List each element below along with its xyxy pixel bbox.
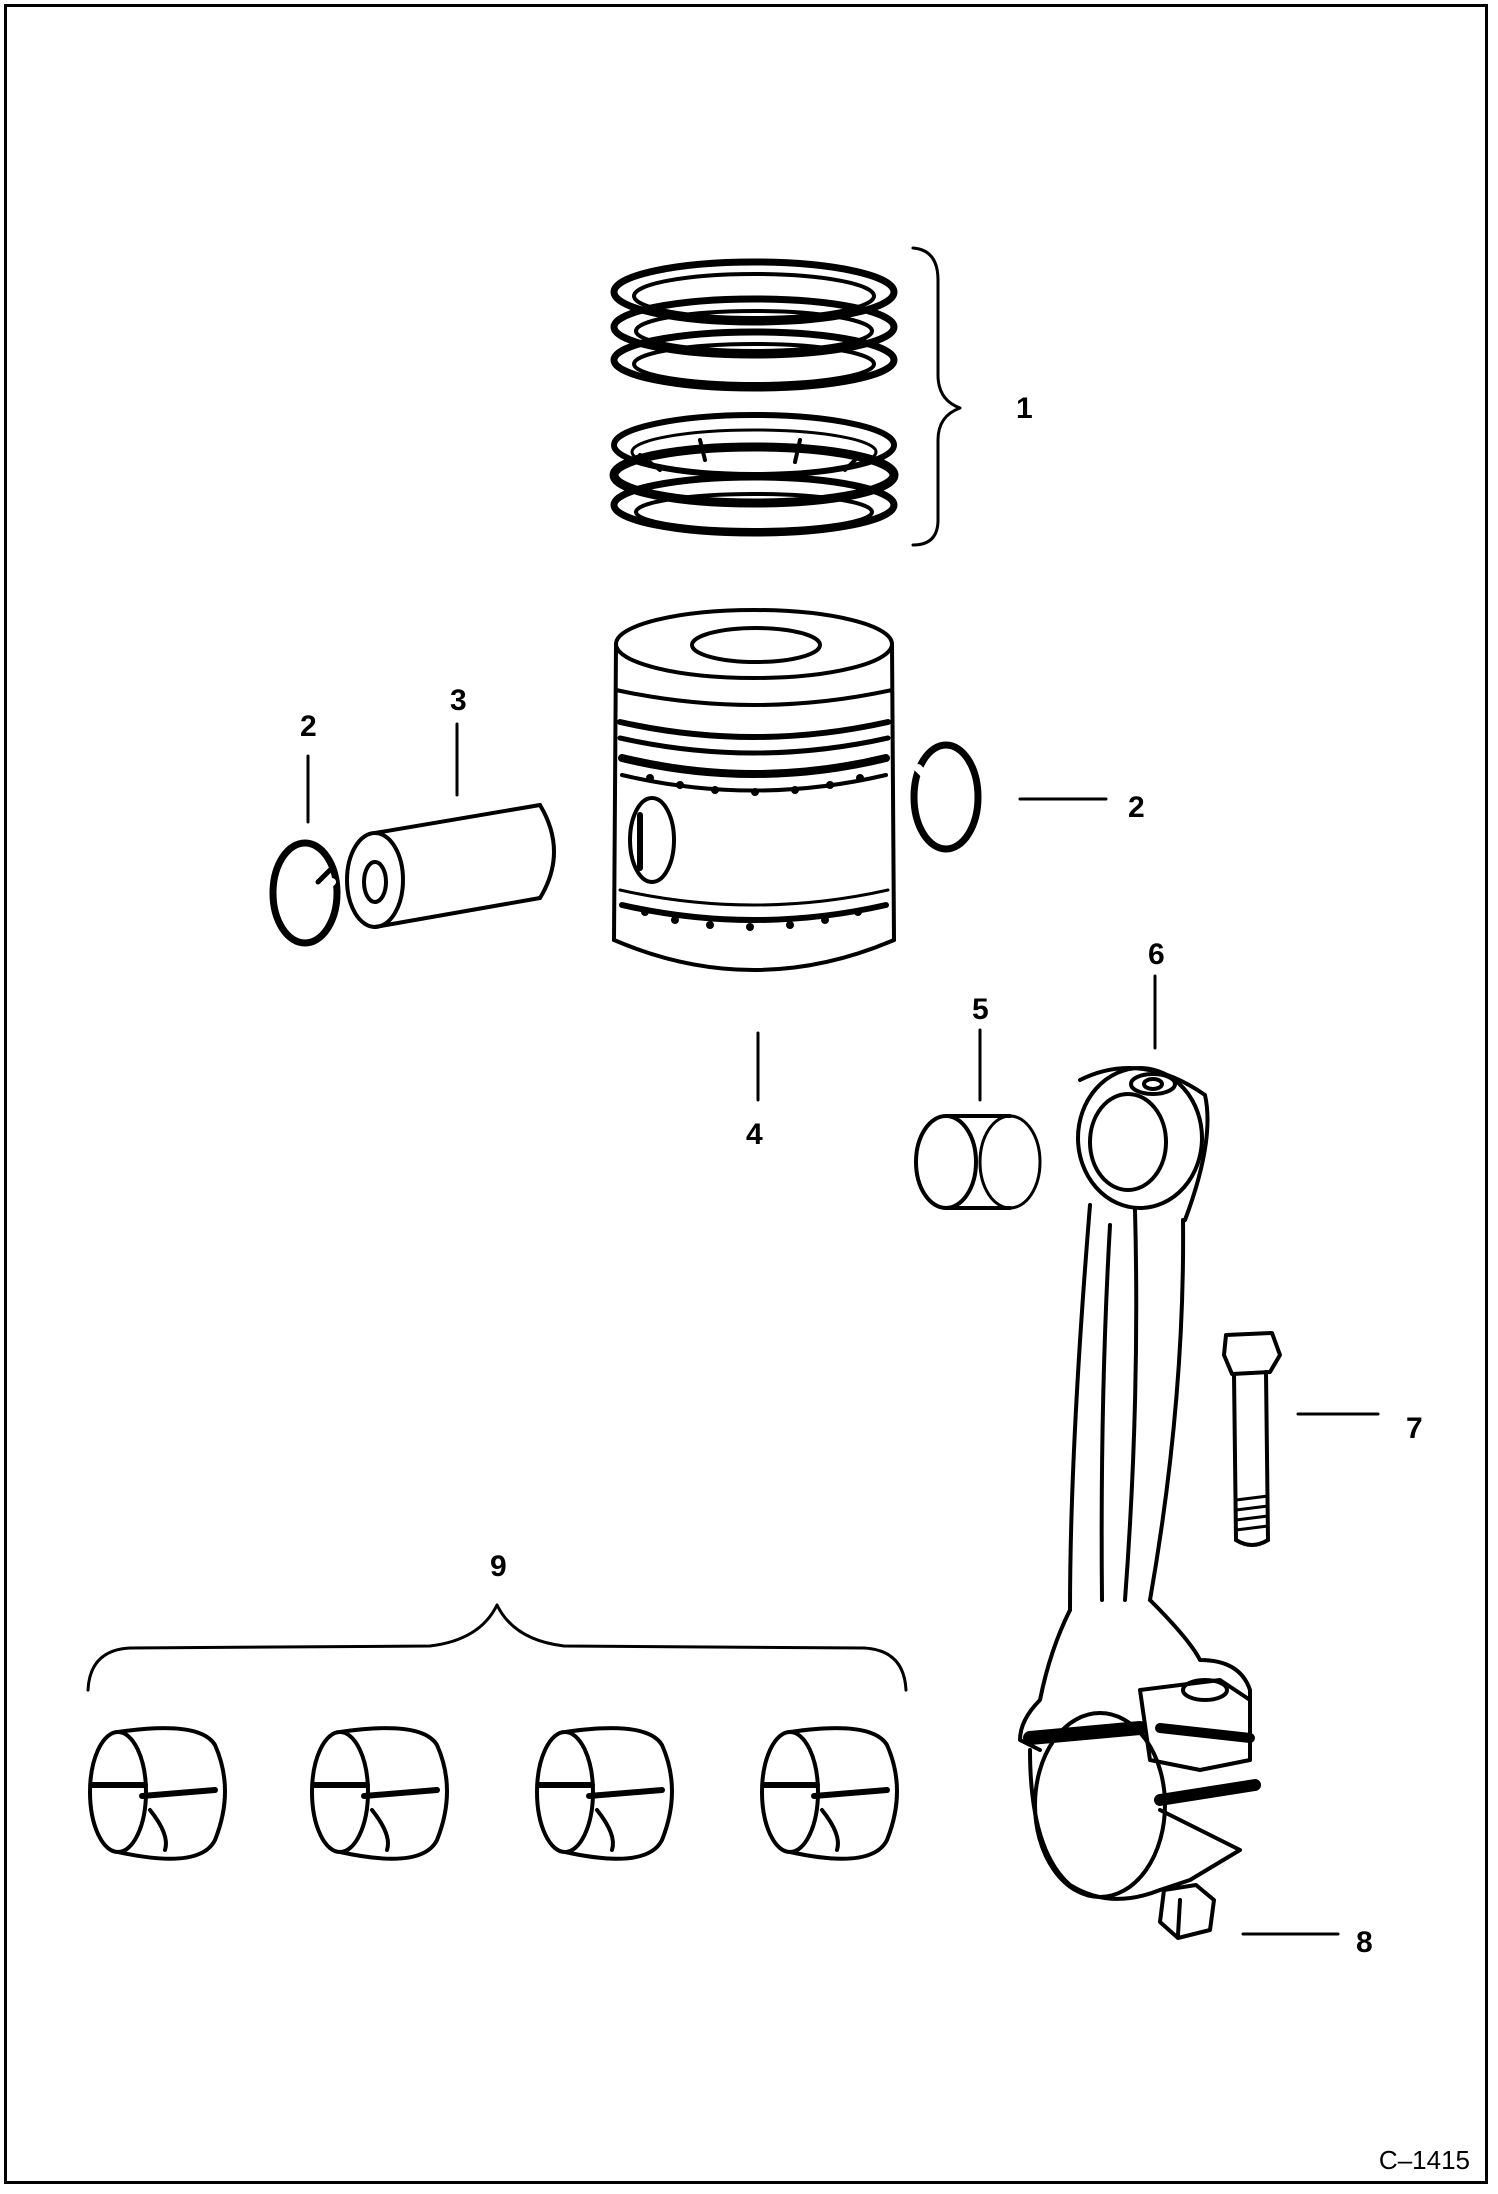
leader-lines bbox=[306, 722, 1380, 1936]
connecting-rod bbox=[1018, 1066, 1261, 1901]
bracket-bearings bbox=[86, 1603, 908, 1692]
callout-8-rod-nut: 8 bbox=[1356, 1926, 1373, 1959]
rod-bolt bbox=[1222, 1331, 1282, 1547]
diagram-frame bbox=[4, 4, 1488, 2184]
retaining-ring-left bbox=[269, 839, 341, 947]
bearing-shells bbox=[88, 1726, 899, 1861]
piston-rings bbox=[609, 258, 899, 537]
callout-7-rod-bolt: 7 bbox=[1406, 1412, 1423, 1445]
pin-bushing bbox=[914, 1114, 1042, 1210]
piston-pin bbox=[345, 803, 556, 929]
callout-2-retainer-right: 2 bbox=[1128, 791, 1145, 824]
callout-5-pin-bushing: 5 bbox=[972, 993, 989, 1026]
bearing-2 bbox=[310, 1726, 449, 1861]
callout-2-retainer-left: 2 bbox=[300, 710, 317, 743]
bearing-1 bbox=[88, 1726, 227, 1861]
figure-id: C–1415 bbox=[1378, 2145, 1470, 2175]
callout-9-bearings: 9 bbox=[490, 1550, 507, 1583]
bearing-4 bbox=[760, 1726, 899, 1861]
retaining-ring-right bbox=[910, 741, 982, 853]
callout-3-piston-pin: 3 bbox=[450, 684, 467, 717]
callout-1-rings: 1 bbox=[1016, 392, 1033, 425]
bearing-3 bbox=[535, 1726, 674, 1861]
piston bbox=[612, 608, 896, 972]
callout-4-piston: 4 bbox=[746, 1118, 763, 1151]
rod-nut bbox=[1158, 1883, 1216, 1940]
bracket-rings bbox=[911, 246, 962, 547]
callout-6-connecting-rod: 6 bbox=[1148, 938, 1165, 971]
